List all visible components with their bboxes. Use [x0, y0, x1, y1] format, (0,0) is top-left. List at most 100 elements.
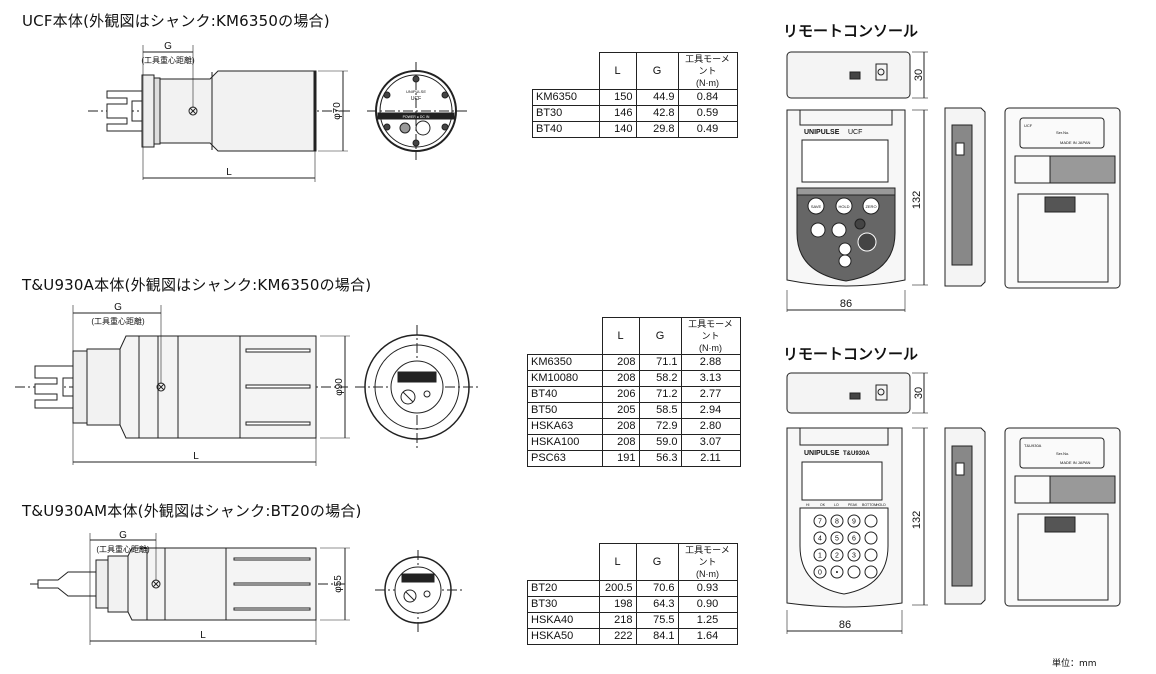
- table-cell: 218: [598, 612, 637, 629]
- table-cell: 58.2: [638, 370, 682, 387]
- table-cell: HSKA63: [527, 418, 603, 435]
- table-cell: 71.1: [638, 354, 682, 371]
- table-cell: BT50: [527, 402, 603, 419]
- table-cell: 64.3: [635, 596, 679, 613]
- table-cell: 1.64: [677, 628, 738, 645]
- keypad-key: [847, 531, 861, 545]
- tu930a-side-view: [15, 305, 350, 466]
- remote1-height: 132: [911, 191, 923, 209]
- keypad-key: [813, 548, 827, 562]
- keypad-function-key: [847, 565, 861, 579]
- table-cell: 208: [601, 418, 640, 435]
- section-title-tu930am: T&U930AM本体(外観図はシャンク:BT20の場合): [22, 502, 362, 520]
- col-header-g: G: [635, 543, 679, 581]
- table-cell: KM6350: [532, 89, 600, 106]
- remote2-height: 132: [911, 511, 923, 529]
- table-cell: 44.9: [635, 89, 679, 106]
- col-header-l: L: [601, 317, 640, 355]
- keypad-key-label: 4: [818, 536, 822, 543]
- keypad-function-key: [864, 548, 878, 562]
- ucf-side-view: [88, 45, 350, 182]
- keypad-key-label: 0: [818, 570, 822, 577]
- tu930am-dim-l: L: [200, 630, 206, 641]
- table-cell: 0.49: [677, 121, 738, 138]
- table-cell: 222: [598, 628, 637, 645]
- col-header-moment: 工具モーメント(N·m): [677, 543, 738, 581]
- remote1-depth: 30: [913, 69, 925, 81]
- keypad-key-label: 6: [852, 536, 856, 543]
- remote1-top-view: [786, 51, 911, 99]
- table-cell: 84.1: [635, 628, 679, 645]
- indicator-label: LO: [834, 503, 839, 507]
- remote-title-1: リモートコンソール: [783, 22, 919, 40]
- ucf-face-model: UCF: [411, 96, 421, 102]
- table-cell: 206: [601, 386, 640, 403]
- keypad-key-label: 3: [852, 553, 856, 560]
- keypad-key: [847, 514, 861, 528]
- col-header-moment: 工具モーメント(N·m): [677, 52, 738, 90]
- table-cell: 58.5: [638, 402, 682, 419]
- tu930a-dim-l: L: [193, 451, 199, 462]
- remote-title-2: リモートコンソール: [783, 345, 919, 363]
- remote1-hold-button: HOLD: [838, 204, 849, 209]
- keypad-key: [847, 548, 861, 562]
- table-cell: 75.5: [635, 612, 679, 629]
- remote2-model: T&U930A: [843, 451, 870, 457]
- indicator-label: PEAK: [848, 503, 858, 507]
- tu930am-side-view: [30, 533, 350, 645]
- table-cell: 3.07: [680, 434, 741, 451]
- table-cell: 70.6: [635, 580, 679, 597]
- indicator-label: OK: [820, 503, 826, 507]
- ucf-g-note: (工具重心距離): [141, 55, 195, 65]
- table-cell: 71.2: [638, 386, 682, 403]
- ucf-front-view: [367, 62, 470, 160]
- section-title-tu930a: T&U930A本体(外観図はシャンク:KM6350の場合): [22, 276, 372, 294]
- remote1-back-view: [1004, 107, 1121, 289]
- keypad-key: [830, 565, 844, 579]
- table-cell: HSKA40: [527, 612, 600, 629]
- col-header-l: L: [598, 52, 637, 90]
- table-cell: KM10080: [527, 370, 603, 387]
- table-cell: 208: [601, 434, 640, 451]
- keypad-key-label: 2: [835, 553, 839, 560]
- ucf-dim-g: G: [164, 41, 172, 52]
- remote2-width: 86: [839, 619, 851, 631]
- table-cell: HSKA50: [527, 628, 600, 645]
- col-header-moment: 工具モーメント(N·m): [680, 317, 741, 355]
- table-cell: 1.25: [677, 612, 738, 629]
- table-cell: 0.90: [677, 596, 738, 613]
- table-cell: 205: [601, 402, 640, 419]
- tu930am-front-view: [375, 550, 462, 632]
- table-cell: 29.8: [635, 121, 679, 138]
- remote1-side-view: [944, 107, 986, 287]
- remote2-back-model: T&U930A: [1024, 443, 1042, 448]
- col-header-g: G: [638, 317, 682, 355]
- table-cell: 72.9: [638, 418, 682, 435]
- keypad-key-label: 1: [818, 553, 822, 560]
- table-cell: 2.11: [680, 450, 741, 467]
- keypad-key: [813, 514, 827, 528]
- ucf-diameter: φ70: [332, 102, 343, 120]
- keypad-key-label: 9: [852, 519, 856, 526]
- table-cell: 2.80: [680, 418, 741, 435]
- tu930am-dim-g: G: [119, 530, 127, 541]
- table-cell: 2.88: [680, 354, 741, 371]
- remote1-back-made: MADE IN JAPAN: [1060, 140, 1090, 145]
- remote1-width: 86: [840, 298, 852, 310]
- keypad-key-label: •: [836, 570, 839, 577]
- table-cell: 0.59: [677, 105, 738, 122]
- table-cell: 3.13: [680, 370, 741, 387]
- table-cell: 42.8: [635, 105, 679, 122]
